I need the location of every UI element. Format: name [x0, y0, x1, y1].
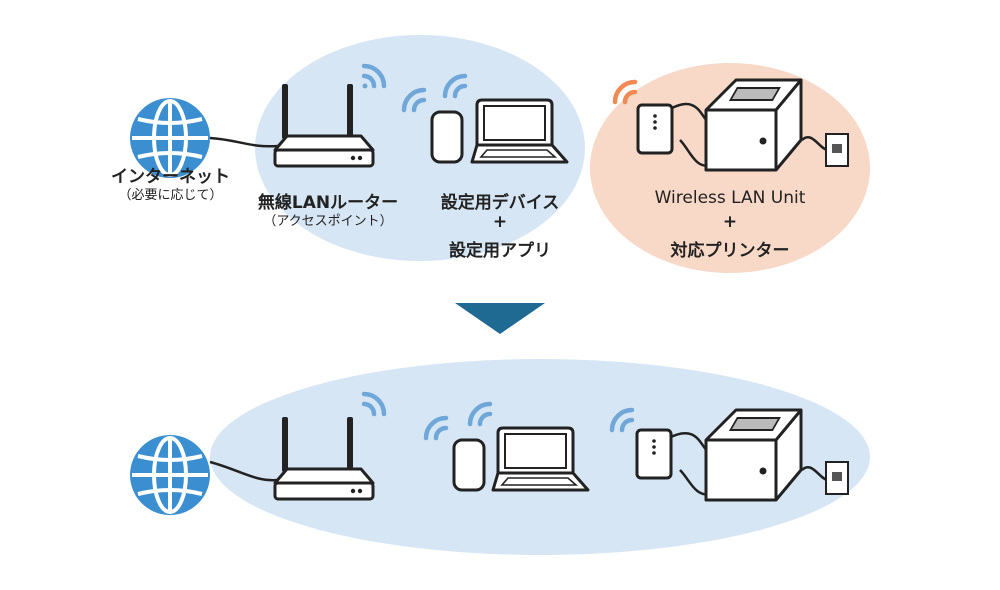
wireless-lan-unit-icon — [636, 103, 674, 155]
wifi-icon-after — [361, 391, 635, 441]
smartphone-icon-after — [452, 438, 486, 492]
app-label: 設定用アプリ — [449, 241, 551, 261]
internet-label: インターネット — [111, 167, 230, 187]
internet-cable — [209, 136, 279, 148]
device-label: 設定用デバイス — [440, 193, 560, 213]
printer-label: 対応プリンター — [670, 241, 790, 261]
laptop-icon — [470, 98, 569, 164]
device-plus: + — [492, 212, 508, 232]
unit-label: Wireless LAN Unit — [654, 188, 806, 208]
down-arrow-icon — [455, 303, 545, 334]
router-note: （アクセスポイント） — [263, 214, 393, 229]
power-outlet-icon-after — [825, 461, 849, 495]
wifi-icon — [361, 63, 638, 113]
smartphone-icon — [430, 110, 464, 164]
network-zone — [255, 35, 585, 261]
internet-cable-after — [209, 460, 279, 482]
laptop-icon-after — [491, 426, 590, 492]
internet-note: （必要に応じて） — [118, 188, 223, 203]
router-label: 無線LANルーター — [257, 193, 399, 213]
globe-icon-after — [128, 433, 212, 517]
power-outlet-icon — [825, 133, 849, 167]
unit-plus: + — [722, 212, 738, 232]
wireless-lan-unit-icon-after — [635, 428, 673, 480]
